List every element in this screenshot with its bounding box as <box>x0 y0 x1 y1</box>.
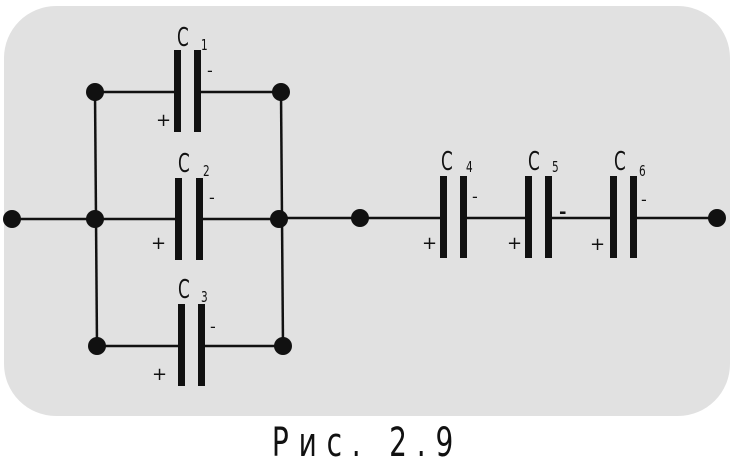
node-left-terminal <box>3 210 21 228</box>
figure-caption: Рис. 2.9 <box>271 420 464 466</box>
capacitor-c6-plate-left <box>610 176 617 258</box>
capacitor-c3-minus: - <box>210 317 216 336</box>
capacitor-c1-plus: + <box>156 110 171 131</box>
capacitor-c6-letter: C <box>614 147 626 177</box>
node-middle-right <box>270 210 288 228</box>
capacitor-c2-plate-right <box>196 178 203 260</box>
capacitor-c6-index: 6 <box>639 163 646 180</box>
capacitor-c6-minus: - <box>641 190 647 209</box>
node-top-left <box>86 83 104 101</box>
capacitor-c4-letter: C <box>441 147 453 177</box>
wires <box>12 90 717 348</box>
capacitor-plates <box>174 50 637 386</box>
junction-nodes <box>3 83 726 355</box>
capacitor-c5-plate-left <box>525 176 532 258</box>
capacitor-c1-minus: - <box>207 61 213 80</box>
capacitor-c5-plate-right <box>545 176 552 258</box>
capacitor-c4-plate-right <box>460 176 467 258</box>
capacitor-c5-plus: + <box>507 233 522 254</box>
capacitor-c5-letter: C <box>528 147 540 177</box>
capacitor-c3-plate-left <box>178 304 185 386</box>
capacitor-c5-index: 5 <box>552 159 559 176</box>
capacitor-c4-plate-left <box>440 176 447 258</box>
capacitor-c3-letter: C <box>178 275 190 305</box>
capacitor-c2-plus: + <box>151 233 166 254</box>
node-middle-left <box>86 210 104 228</box>
capacitor-c4-plus: + <box>422 233 437 254</box>
capacitor-c3-index: 3 <box>201 289 208 306</box>
capacitor-c2-plate-left <box>175 178 182 260</box>
capacitor-c6-plate-right <box>630 176 637 258</box>
capacitor-c1-plate-right <box>194 50 201 132</box>
capacitor-c2-minus: - <box>209 188 215 207</box>
capacitor-c3-plate-right <box>198 304 205 386</box>
capacitor-c1-plate-left <box>174 50 181 132</box>
capacitor-c4-index: 4 <box>466 159 473 176</box>
capacitor-c2-letter: C <box>178 149 190 179</box>
capacitor-c1-letter: C <box>177 23 189 53</box>
capacitor-c6-plus: + <box>590 234 605 255</box>
node-bottom-right <box>274 337 292 355</box>
node-bottom-left <box>88 337 106 355</box>
capacitor-c1-index: 1 <box>201 37 208 54</box>
node-series-start <box>351 209 369 227</box>
capacitor-c4-minus: - <box>472 187 478 206</box>
capacitor-c3-plus: + <box>152 364 167 385</box>
capacitor-c2-index: 2 <box>203 163 210 180</box>
diagram-panel <box>4 6 730 416</box>
node-top-right <box>272 83 290 101</box>
node-right-terminal <box>708 209 726 227</box>
capacitor-labels: C 1 - + C 2 - + C 3 - + C 4 - + C 5 - + … <box>151 23 647 385</box>
capacitor-c5-minus: - <box>559 202 566 223</box>
